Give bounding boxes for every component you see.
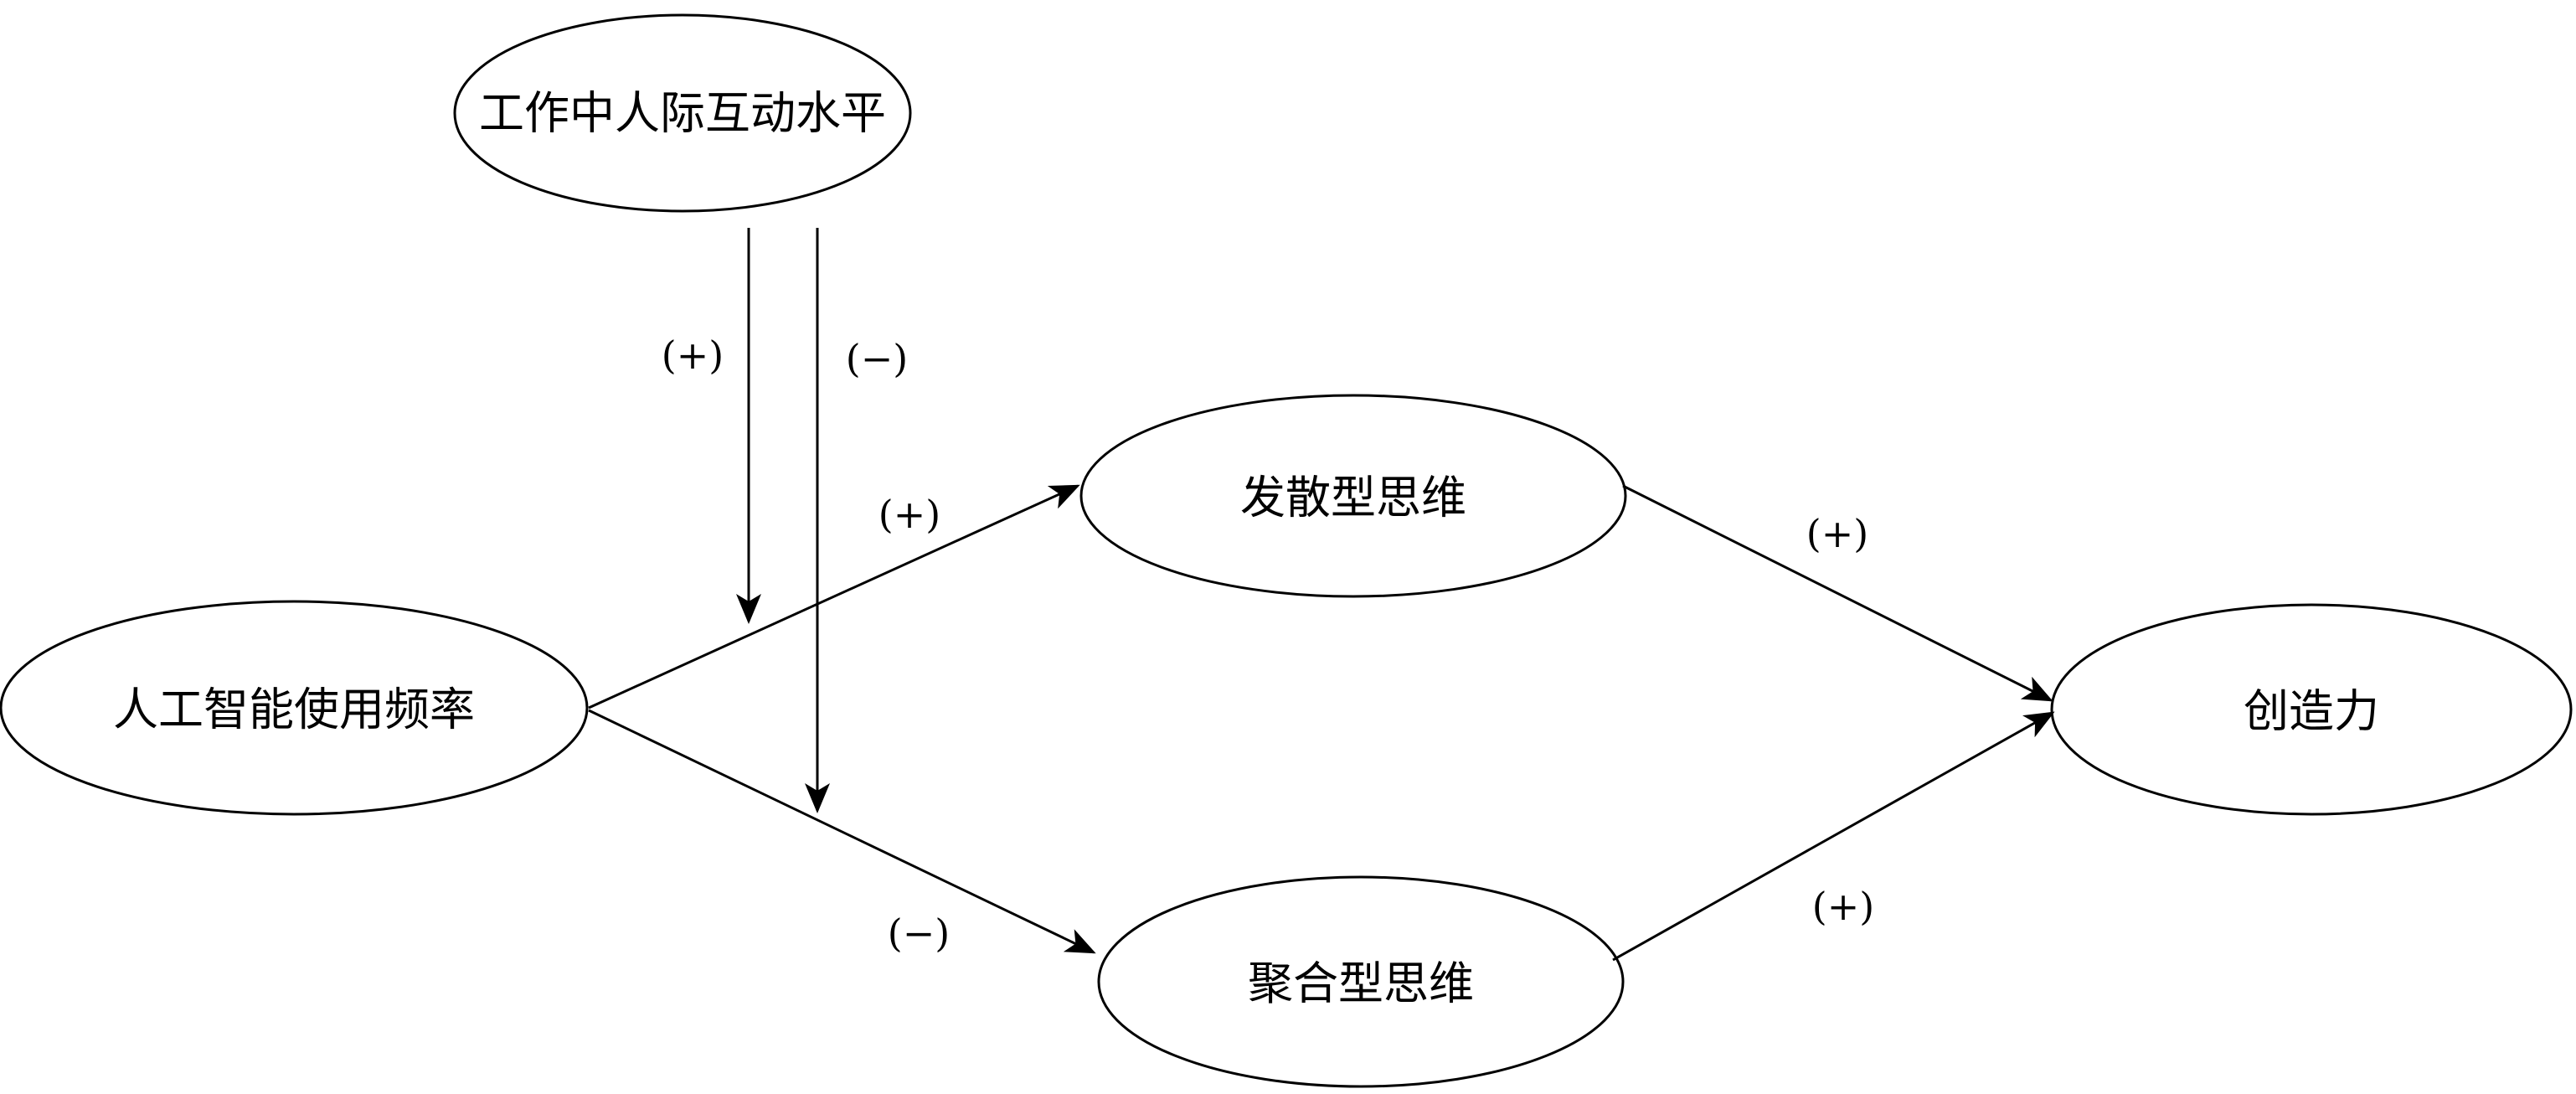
node-interpersonal-interaction: 工作中人际互动水平 [453,13,912,213]
node-ai-use-frequency: 人工智能使用频率 [0,600,589,816]
sign-ai-convergent: (−) [888,911,950,956]
arrow-ai-to-divergent [588,484,1080,710]
node-divergent-thinking-label: 发散型思维 [1240,472,1466,524]
sign-moderator-divergent: (+) [662,333,724,378]
arrow-convergent-to-creativity [1612,711,2055,962]
node-creativity: 创造力 [2050,603,2573,816]
node-creativity-label: 创造力 [2244,685,2379,738]
node-convergent-thinking-label: 聚合型思维 [1248,957,1474,1010]
arrow-divergent-to-creativity [1622,484,2053,702]
arrow-ai-to-convergent [588,709,1096,954]
sign-moderator-convergent: (−) [846,336,908,381]
node-ai-use-frequency-label: 人工智能使用频率 [113,684,475,736]
sign-divergent-creativity: (+) [1806,511,1868,556]
sign-ai-divergent: (+) [878,492,940,537]
node-divergent-thinking: 发散型思维 [1079,394,1627,598]
sign-convergent-creativity: (+) [1812,884,1874,929]
node-interpersonal-interaction-label: 工作中人际互动水平 [479,87,886,140]
node-convergent-thinking: 聚合型思维 [1097,875,1625,1088]
